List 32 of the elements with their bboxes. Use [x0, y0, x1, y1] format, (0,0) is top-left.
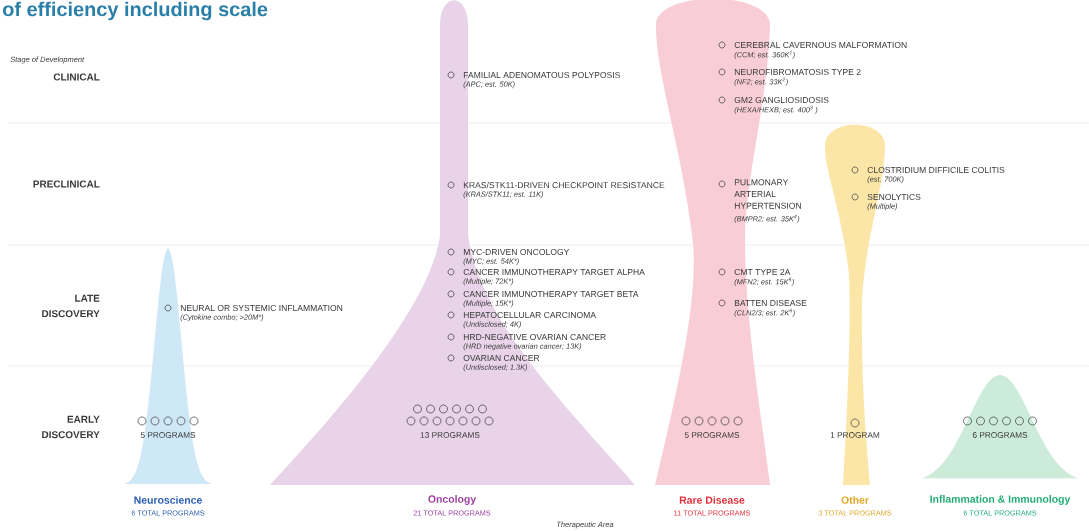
- stage-label: PRECLINICAL: [33, 180, 100, 188]
- stage-label: LATE DISCOVERY: [42, 294, 100, 318]
- title: of efficiency including scale: [3, 1, 268, 21]
- stage-label: EARLY DISCOVERY: [42, 415, 100, 439]
- disease-label: OVARIAN CANCER: [463, 354, 540, 361]
- disease-label: HRD-NEGATIVE OVARIAN CANCER: [463, 333, 606, 340]
- area-name: Other: [841, 496, 869, 504]
- disease-label: CLOSTRIDIUM DIFFICILE COLITIS: [867, 166, 1005, 173]
- area-name: Inflammation & Immunology: [930, 495, 1071, 505]
- disease-label: CANCER IMMUNOTHERAPY TARGET BETA: [463, 290, 639, 297]
- disease-label: NEURAL OR SYSTEMIC INFLAMMATION: [180, 304, 343, 311]
- program-count: 6 PROGRAMS: [972, 432, 1028, 438]
- disease-label: GM2 GANGLIOSIDOSIS: [734, 96, 829, 103]
- disease-label: MYC-DRIVEN ONCOLOGY: [463, 248, 570, 255]
- disease-label: CANCER IMMUNOTHERAPY TARGET ALPHA: [463, 268, 645, 275]
- stage-label: CLINICAL: [53, 73, 100, 81]
- program-count: 13 PROGRAMS: [420, 432, 480, 438]
- program-count: 5 PROGRAMS: [140, 432, 196, 438]
- disease-label: CEREBRAL CAVERNOUS MALFORMATION: [734, 41, 907, 48]
- area-name: Neuroscience: [134, 496, 202, 504]
- disease-label: CMT TYPE 2A: [734, 268, 791, 275]
- disease-label: PULMONARY ARTERIAL HYPERTENSION: [734, 179, 801, 209]
- program-count: 5 PROGRAMS: [684, 432, 740, 438]
- area-name: Oncology: [428, 495, 477, 505]
- area-name: Rare Disease: [679, 496, 745, 504]
- disease-label: SENOLYTICS: [867, 193, 921, 200]
- disease-label: FAMILIAL ADENOMATOUS POLYPOSIS: [463, 71, 620, 78]
- disease-label: NEUROFIBROMATOSIS TYPE 2: [734, 68, 861, 75]
- disease-label: KRAS/STK11-DRIVEN CHECKPOINT RESISTANCE: [463, 181, 665, 189]
- program-count: 1 PROGRAM: [830, 432, 880, 438]
- disease-label: BATTEN DISEASE: [734, 299, 807, 306]
- disease-label: HEPATOCELLULAR CARCINOMA: [463, 311, 596, 318]
